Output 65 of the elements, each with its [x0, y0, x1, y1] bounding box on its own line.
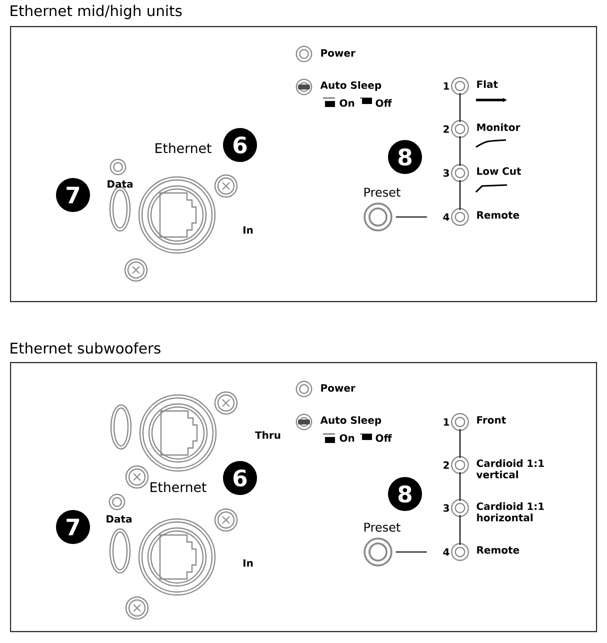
led-label: Front [477, 416, 506, 424]
led-label: Remote [477, 546, 520, 554]
connector-line [396, 551, 427, 553]
panel-label: Ethernet [156, 142, 212, 154]
connector-line [459, 136, 461, 166]
status-led [296, 414, 312, 430]
panel-label: In [244, 559, 253, 567]
led-label: Flat [477, 80, 498, 88]
connector-line [459, 93, 461, 122]
status-led [296, 78, 312, 96]
led-label: Data [106, 515, 132, 523]
callout-number: 6 [223, 461, 257, 495]
led-number: 2 [444, 461, 449, 469]
panel-label: In [244, 226, 253, 234]
mode-led [451, 499, 469, 517]
mode-led [451, 77, 469, 95]
panel-heading: Ethernet mid/high units [10, 4, 182, 20]
panel-label: Ethernet [150, 482, 206, 492]
led-label: Remote [477, 211, 520, 219]
led-label: Data [108, 180, 132, 188]
mode-led [451, 208, 469, 226]
preset-button [364, 202, 392, 232]
connector-line [459, 472, 461, 501]
callout-number: 8 [388, 477, 422, 511]
panel-heading: Ethernet subwoofers [10, 342, 160, 354]
led-label: Power [321, 49, 356, 57]
status-led [296, 46, 312, 62]
panel-label: Off [376, 99, 392, 107]
led-number: 2 [444, 125, 449, 133]
status-led [110, 158, 126, 176]
panel-label: On [340, 434, 354, 442]
connector-line [396, 216, 427, 218]
led-label: Cardioid 1:1 horizontal [476, 502, 544, 522]
callout-number: 8 [388, 140, 422, 174]
mode-led [451, 543, 469, 561]
led-label: Power [321, 384, 356, 392]
mode-led [451, 413, 469, 431]
led-label: Auto Sleep [320, 416, 382, 426]
panel-label: Off [376, 434, 392, 442]
panel-label: Thru [255, 431, 280, 439]
button-label: Preset [364, 522, 400, 532]
mode-led [451, 164, 469, 182]
led-number: 1 [444, 82, 450, 90]
button-label: Preset [364, 188, 400, 197]
callout-number: 7 [56, 178, 90, 212]
led-number: 4 [443, 548, 450, 556]
connector-line [459, 429, 461, 458]
callout-number: 7 [56, 510, 90, 544]
led-label: Low Cut [477, 167, 522, 175]
led-label: Monitor [477, 123, 520, 132]
preset-button [364, 538, 392, 566]
led-number: 1 [444, 418, 450, 426]
callout-number: 6 [223, 128, 257, 162]
led-number: 3 [443, 169, 449, 177]
mode-led [451, 120, 469, 138]
status-led [108, 494, 126, 510]
status-led [296, 380, 312, 398]
led-label: Cardioid 1:1 vertical [476, 459, 544, 478]
panel-label: On [340, 99, 354, 107]
connector-line [459, 515, 461, 545]
led-label: Auto Sleep [320, 81, 382, 91]
led-number: 4 [443, 213, 450, 221]
connector-line [459, 180, 461, 210]
mode-led [451, 456, 469, 474]
led-number: 3 [443, 504, 449, 512]
